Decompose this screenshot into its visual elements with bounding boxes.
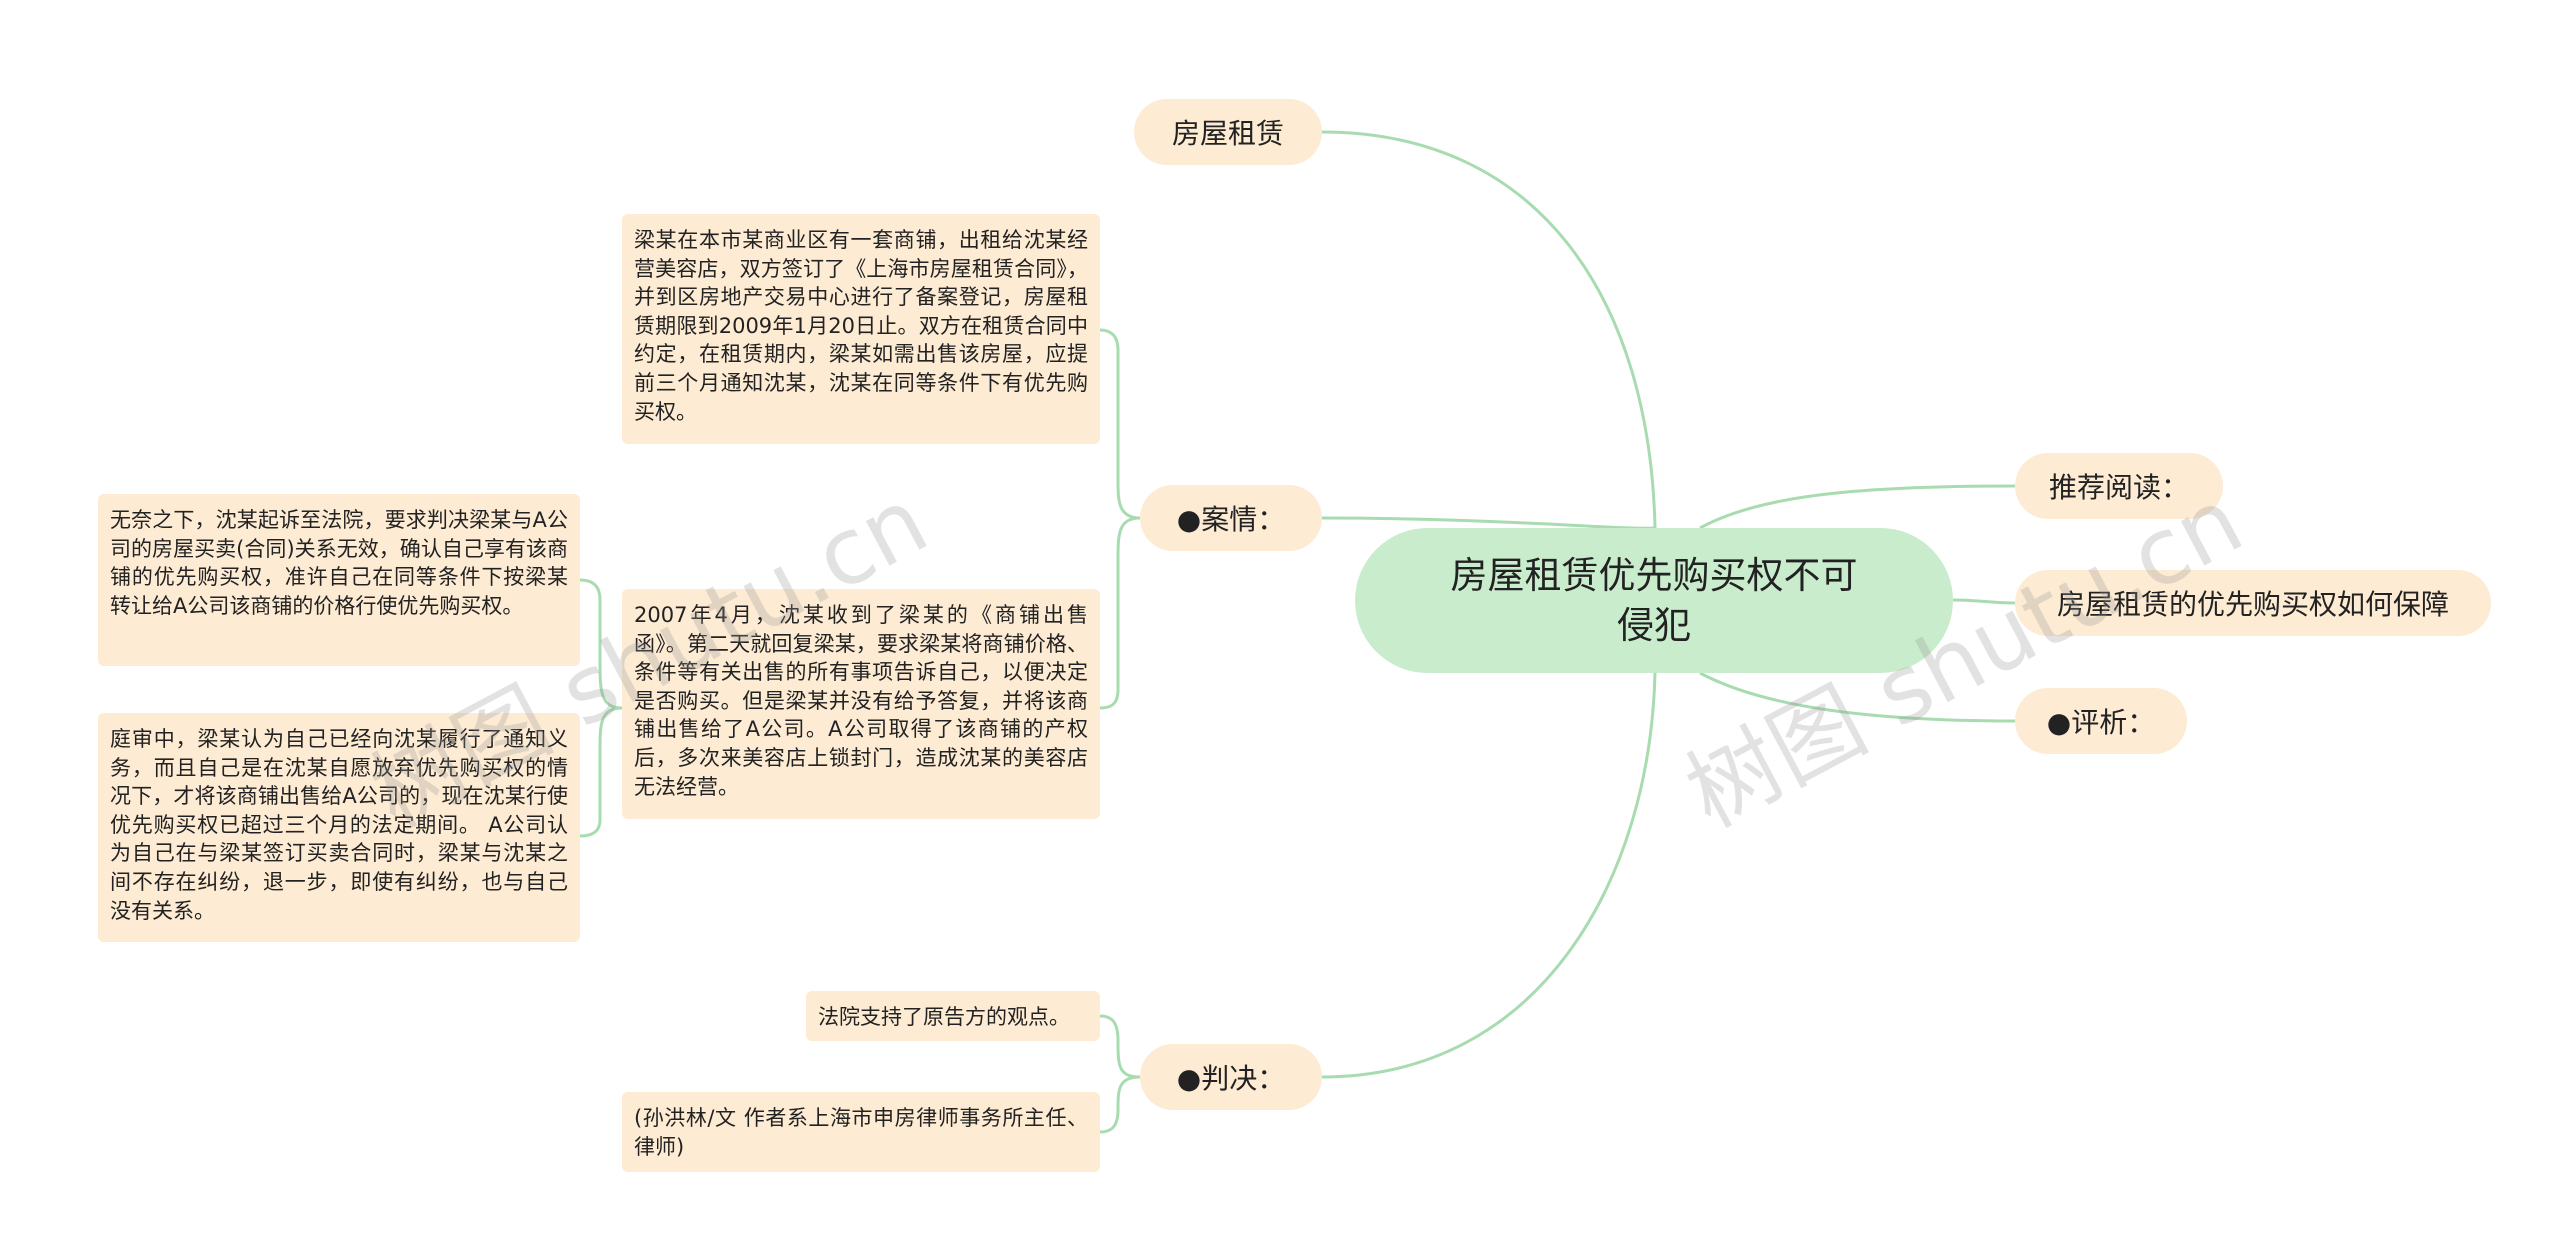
- branch-ruling-label: ●判决：: [1176, 1062, 1286, 1095]
- branch-case[interactable]: ●案情：: [1140, 485, 1322, 551]
- leaf-case-lawsuit[interactable]: 无奈之下，沈某起诉至法院，要求判决梁某与A公司的房屋买卖(合同)关系无效，确认自…: [98, 494, 580, 666]
- link-ruling-author: [1099, 1075, 1141, 1134]
- link-root-related: [1952, 598, 2016, 605]
- branch-case-label: ●案情：: [1176, 503, 1286, 536]
- branch-related-article[interactable]: 房屋租赁的优先购买权如何保障: [2015, 570, 2491, 636]
- leaf-case-trial-text: 庭审中，梁某认为自己已经向沈某履行了通知义务，而且自己是在沈某自愿放弃优先购买权…: [110, 727, 568, 923]
- link-ruling-court: [1099, 1014, 1141, 1079]
- branch-recommend[interactable]: 推荐阅读：: [2015, 453, 2223, 519]
- link-root-analysis: [1699, 671, 2016, 723]
- leaf-case-sale-notice-text: 2007年4月，沈某收到了梁某的《商铺出售函》。第二天就回复梁某，要求梁某将商铺…: [634, 603, 1088, 799]
- leaf-ruling-court-text: 法院支持了原告方的观点。: [818, 1005, 1070, 1029]
- branch-related-label: 房屋租赁的优先购买权如何保障: [2056, 588, 2449, 621]
- leaf-case-lawsuit-text: 无奈之下，沈某起诉至法院，要求判决梁某与A公司的房屋买卖(合同)关系无效，确认自…: [110, 508, 568, 618]
- link-root-recommend: [1699, 484, 2016, 530]
- branch-recommend-label: 推荐阅读：: [2048, 471, 2189, 504]
- leaf-case-background-text: 梁某在本市某商业区有一套商铺，出租给沈某经营美容店，双方签订了《上海市房屋租赁合…: [634, 228, 1088, 424]
- branch-ruling[interactable]: ●判决：: [1140, 1044, 1322, 1110]
- root-topic-label: 房屋租赁优先购买权不可侵犯: [1450, 553, 1858, 647]
- branch-analysis[interactable]: ●评析：: [2015, 688, 2187, 754]
- branch-analysis-label: ●评析：: [2046, 706, 2156, 739]
- link-root-case: [1321, 516, 1656, 530]
- branch-rental-label: 房屋租赁: [1171, 117, 1284, 150]
- root-topic[interactable]: 房屋租赁优先购买权不可侵犯: [1355, 528, 1953, 673]
- branch-rental[interactable]: 房屋租赁: [1134, 99, 1322, 165]
- leaf-case-sale-notice[interactable]: 2007年4月，沈某收到了梁某的《商铺出售函》。第二天就回复梁某，要求梁某将商铺…: [622, 589, 1100, 819]
- link-root-rental: [1321, 130, 1657, 529]
- link-case-bracket: [1099, 328, 1141, 520]
- link-root-ruling: [1321, 672, 1657, 1079]
- leaf-ruling-court[interactable]: 法院支持了原告方的观点。: [806, 991, 1100, 1041]
- link-sale-trial: [579, 706, 623, 838]
- leaf-ruling-author[interactable]: (孙洪林/文 作者系上海市申房律师事务所主任、律师): [622, 1092, 1100, 1172]
- leaf-ruling-author-text: (孙洪林/文 作者系上海市申房律师事务所主任、律师): [634, 1106, 1088, 1159]
- leaf-case-trial[interactable]: 庭审中，梁某认为自己已经向沈某履行了通知义务，而且自己是在沈某自愿放弃优先购买权…: [98, 713, 580, 942]
- link-sale-lawsuit: [579, 578, 623, 710]
- link-case-bracket-2: [1099, 516, 1141, 710]
- leaf-case-background[interactable]: 梁某在本市某商业区有一套商铺，出租给沈某经营美容店，双方签订了《上海市房屋租赁合…: [622, 214, 1100, 444]
